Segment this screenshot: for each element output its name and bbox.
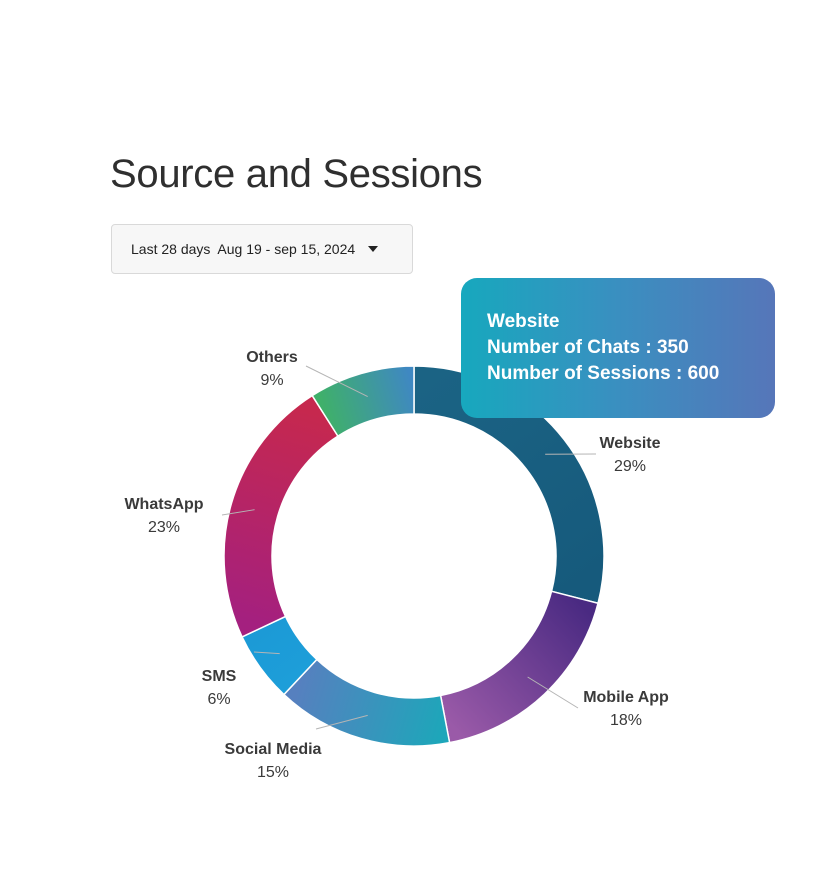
slice-label-sms: SMS — [202, 668, 237, 685]
chart-tooltip: Website Number of Chats : 350 Number of … — [461, 278, 775, 418]
date-range-value: Aug 19 - sep 15, 2024 — [217, 241, 356, 257]
tooltip-sessions: Number of Sessions : 600 — [487, 363, 720, 384]
slice-value-social-media: 15% — [257, 764, 289, 781]
slice-value-whatsapp: 23% — [148, 519, 180, 536]
slice-mobile-app[interactable] — [439, 590, 599, 744]
date-range-dropdown[interactable]: Last 28 days Aug 19 - sep 15, 2024 — [111, 224, 413, 274]
slice-label-mobile-app: Mobile App — [583, 689, 669, 706]
leader-line-social-media — [315, 714, 368, 730]
tooltip-chats: Number of Chats : 350 — [487, 337, 689, 358]
slice-label-social-media: Social Media — [225, 741, 322, 758]
slice-label-whatsapp: WhatsApp — [124, 496, 203, 513]
date-range-preset: Last 28 days — [131, 241, 211, 257]
leader-line-mobile-app — [527, 676, 579, 709]
tooltip-title: Website — [487, 311, 560, 332]
slice-value-website: 29% — [614, 458, 646, 475]
leader-line-others — [305, 365, 368, 398]
leader-line-sms — [253, 651, 280, 655]
slice-social-media[interactable] — [282, 658, 451, 747]
slice-value-mobile-app: 18% — [610, 712, 642, 729]
slice-value-others: 9% — [260, 372, 283, 389]
caret-down-icon — [368, 246, 379, 252]
page-title: Source and Sessions — [110, 152, 483, 196]
slice-whatsapp[interactable] — [223, 394, 339, 638]
slice-label-website: Website — [599, 435, 660, 452]
leader-line-whatsapp — [221, 509, 255, 516]
slice-value-sms: 6% — [207, 691, 230, 708]
slice-label-others: Others — [246, 349, 298, 366]
slice-others[interactable] — [311, 365, 415, 438]
